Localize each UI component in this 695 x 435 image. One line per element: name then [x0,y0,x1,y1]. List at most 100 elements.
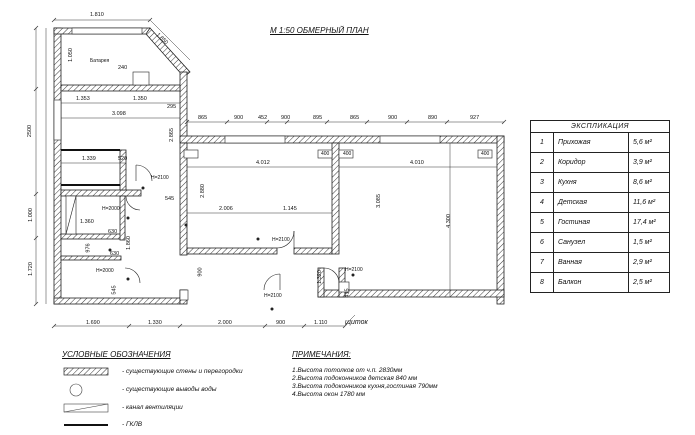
room-name: Балкон [553,272,629,293]
dim-label: 1.720 [27,262,34,276]
note-line: 4.Высота окон 1780 мм [292,391,366,398]
dim-label: 2.006 [219,206,233,212]
room-area: 3,9 м² [628,152,670,173]
room-area: 8,6 м² [628,172,670,193]
dim-label: 900 [388,115,398,121]
dim-label: 545 [111,285,118,295]
dim-label: 1.050 [67,48,74,62]
dim-label: 240 [118,65,128,71]
door-swings [124,164,340,291]
room-name: Детская [553,192,629,213]
dim-label: 3.085 [375,194,382,208]
dim-label: 1.339 [82,156,96,162]
battery-label: Батарея [90,58,110,64]
dim-label: 295 [167,104,177,110]
door-height-label: H=2000 [102,206,120,212]
room-number: 4 [530,192,554,213]
room-area: 2,5 м² [628,272,670,293]
dim-label: 2500 [27,124,34,138]
room-number: 5 [530,212,554,233]
dim-label: 415 [344,288,351,298]
windows [53,27,441,144]
legend-swatches [63,367,109,426]
note-line: 1.Высота потолков от ч.п. 2830мм [292,367,403,374]
dim-label: 1.110 [314,320,328,326]
dim-label: 2.880 [199,184,206,198]
room-name: Гостиная [553,212,629,233]
dim-label: 1.690 [86,320,100,326]
dim-label: 4.010 [410,160,424,166]
dim-label: 545 [165,196,175,202]
dim-label: 900 [281,115,291,121]
room-number: 1 [530,132,554,153]
door-height-label: H=2100 [151,175,169,181]
explication-header: ЭКСПЛИКАЦИЯ [530,120,670,133]
dim-label: 2.000 [218,320,232,326]
legend-item-vent: - канал вентиляции [122,404,183,411]
room-area: 17,4 м² [628,212,670,233]
dim-label: 865 [350,115,360,121]
dim-label: 400 [343,151,352,157]
room-number: 3 [530,172,554,193]
legend-item-water: - существующие выводы воды [122,386,217,393]
note-line: 3.Высота подоконников кухня,гостиная 790… [292,383,438,390]
legend-item-walls: - существующие стены и перегородки [122,368,243,375]
dim-label: 1.860 [125,236,132,250]
room-number: 2 [530,152,554,173]
legend-item-gklv: - ГКЛВ [122,421,143,428]
dim-label: 900 [234,115,244,121]
room-number: 8 [530,272,554,293]
dim-label: 2.865 [168,128,175,142]
dim-label: 1.145 [283,206,297,212]
room-area: 11,6 м² [628,192,670,213]
dim-label: 1.350 [133,96,147,102]
plan-title: М 1:50 ОБМЕРНЫЙ ПЛАН [270,26,369,35]
door-height-label: H=2100 [345,267,363,273]
dim-label: 520 [118,156,128,162]
room-name: Кухня [553,172,629,193]
room-number: 6 [530,232,554,253]
vent-channels [65,71,493,301]
dim-label: 400 [321,151,330,157]
dim-label: 865 [198,115,208,121]
dim-label: 895 [313,115,323,121]
dim-label: 630 [108,229,118,235]
water-outlets [108,186,355,311]
dim-label: 890 [428,115,438,121]
dimension-ticks [33,17,507,329]
dimension-lines [35,19,504,327]
door-height-label: H=2100 [264,293,282,299]
room-number: 7 [530,252,554,273]
room-area: 5,6 м² [628,132,670,153]
dim-label: 976 [85,243,92,253]
room-area: 2,9 м² [628,252,670,273]
room-name: Санузел [553,232,629,253]
room-name: Ванная [553,252,629,273]
dim-label: 4.300 [445,214,452,228]
dim-label: 1.330 [148,320,162,326]
dim-label: 1.320 [316,270,323,284]
room-name: Коридор [553,152,629,173]
dim-label: 1.000 [27,208,34,222]
dim-label: 1.353 [76,96,90,102]
dim-label: 630 [110,251,120,257]
dim-label: 452 [258,115,268,121]
notes-title: ПРИМЕЧАНИЯ: [292,350,351,359]
dim-label: 900 [197,267,204,277]
dim-label: 927 [470,115,480,121]
door-height-label: H=2100 [272,237,290,243]
dim-label: 400 [481,151,490,157]
dim-label: 4.012 [256,160,270,166]
dim-label: 900 [276,320,286,326]
dim-label: 1.810 [90,12,104,18]
